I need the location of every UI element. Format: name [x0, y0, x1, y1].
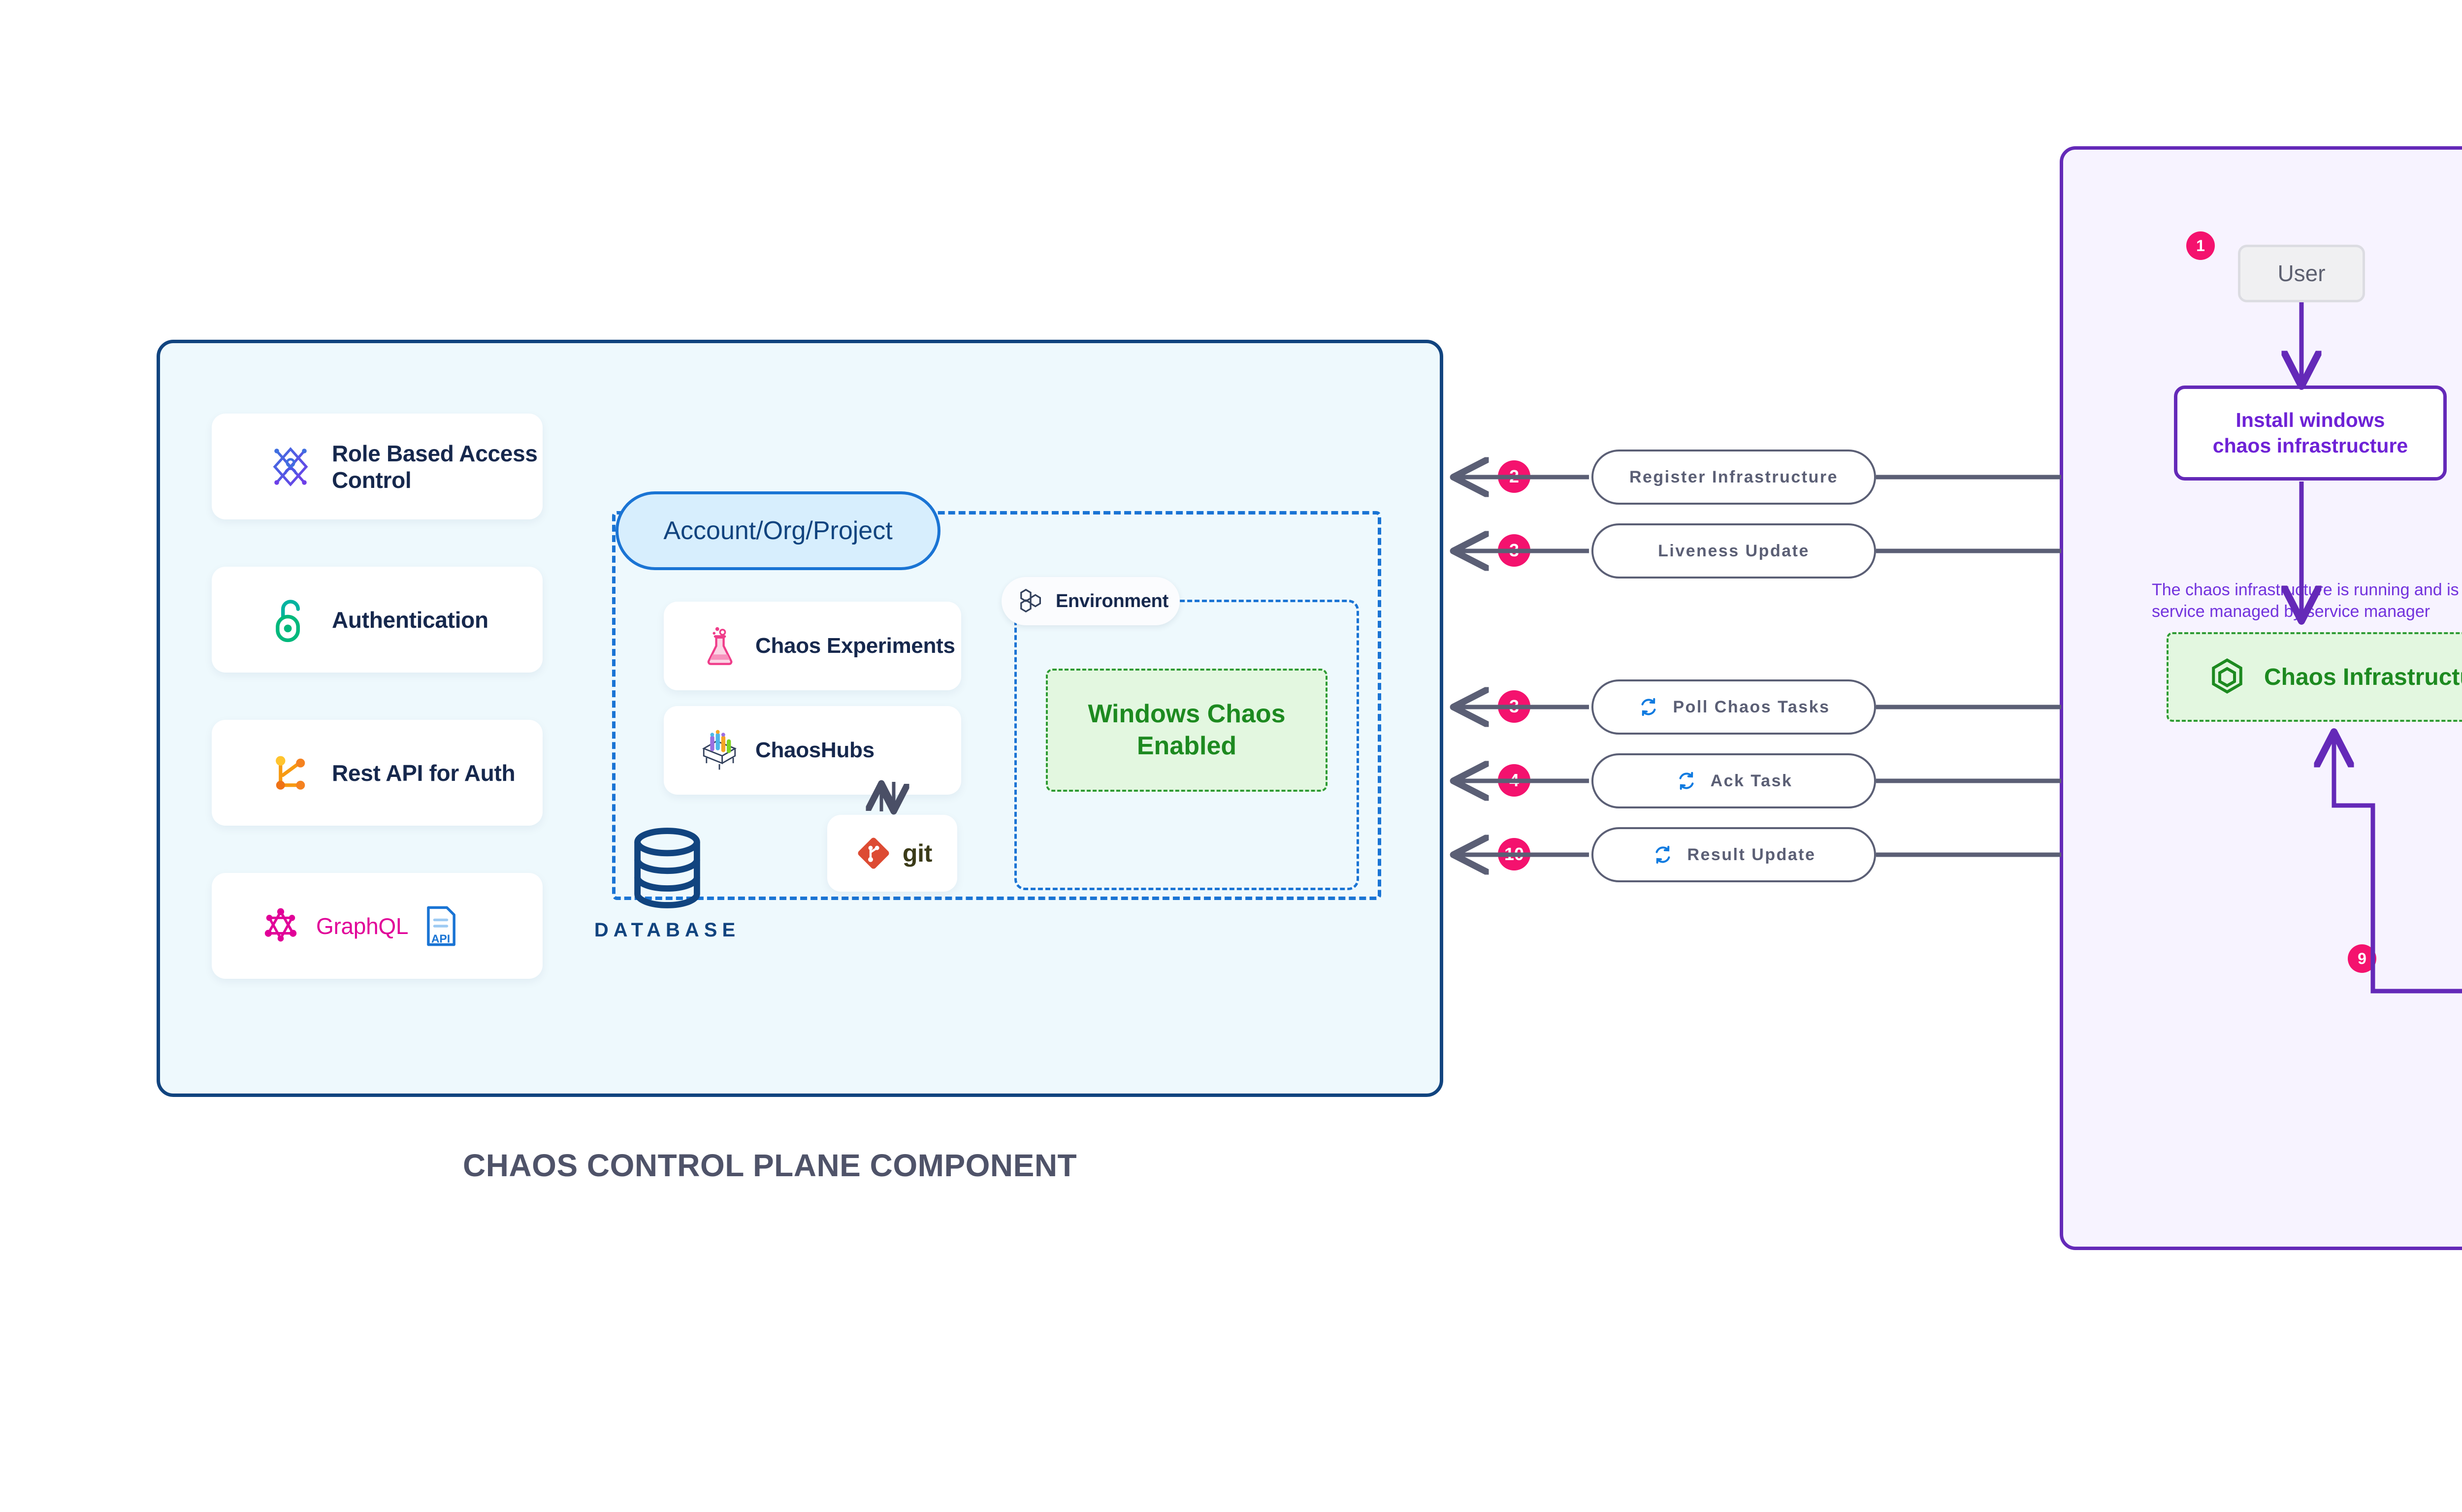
step-badge-4: 4: [1498, 764, 1530, 797]
note-infra: The chaos infrastructure is running and …: [2152, 580, 2462, 621]
step-badge-2: 2: [1498, 460, 1530, 493]
step-badge-3a: 3: [1498, 534, 1530, 567]
step-badge-1: 1: [2186, 231, 2215, 260]
card-label: ChaosHubs: [755, 738, 875, 762]
step-badge-10: 10: [1498, 838, 1530, 870]
authentication-lock-icon: [266, 595, 315, 644]
card-rest-api-for-auth[interactable]: Rest API for Auth: [212, 720, 543, 826]
database-label: DATABASE: [594, 919, 741, 941]
card-label: Rest API for Auth: [332, 760, 516, 786]
hexagon-icon: [2209, 658, 2245, 697]
card-chaoshubs[interactable]: ChaosHubs: [664, 706, 961, 795]
card-label: Chaos Experiments: [755, 634, 955, 658]
card-label: Authentication: [332, 607, 488, 633]
step-badge-3b: 3: [1498, 690, 1530, 723]
user-node[interactable]: User: [2238, 245, 2365, 302]
card-authentication[interactable]: Authentication: [212, 567, 543, 673]
sync-icon: [1675, 770, 1698, 792]
windows-chaos-enabled-badge: Windows Chaos Enabled: [1046, 669, 1328, 792]
environment-pill[interactable]: Environment: [1002, 577, 1180, 625]
rbac-icon: [266, 442, 315, 491]
connector-register-infrastructure[interactable]: Register Infrastructure: [1591, 450, 1876, 505]
card-label: GraphQL: [316, 913, 409, 939]
connector-ack-task[interactable]: Ack Task: [1591, 753, 1876, 808]
database-cylinder-icon: [630, 828, 705, 911]
account-org-project-zone: [612, 511, 1381, 900]
git-icon: [852, 832, 895, 874]
environment-zone: [1014, 600, 1359, 890]
svg-text:API: API: [431, 932, 450, 945]
environment-label: Environment: [1056, 590, 1168, 611]
sync-icon: [1652, 843, 1674, 866]
card-graphql[interactable]: GraphQL API: [212, 873, 543, 979]
control-plane-title: CHAOS CONTROL PLANE COMPONENT: [463, 1148, 1077, 1183]
hexagon-cluster-icon: [1018, 587, 1045, 616]
card-role-based-access-control[interactable]: Role Based Access Control: [212, 414, 543, 519]
graphql-icon: [256, 901, 305, 951]
step-badge-9: 9: [2348, 944, 2376, 973]
card-label: Role Based Access Control: [332, 440, 538, 493]
rest-api-icon: [266, 748, 315, 798]
connector-liveness-update[interactable]: Liveness Update: [1591, 523, 1876, 579]
test-tube-rack-icon: [698, 729, 741, 772]
account-org-project-pill[interactable]: Account/Org/Project: [616, 491, 940, 570]
account-org-project-label: Account/Org/Project: [663, 516, 893, 545]
control-plane-feature-list: Role Based Access Control Authentication: [212, 414, 543, 1026]
chaos-infrastructure-label: Chaos Infrastructure: [2264, 664, 2462, 690]
database-node: DATABASE: [586, 827, 748, 941]
sync-icon: [1637, 696, 1660, 718]
connector-result-update[interactable]: Result Update: [1591, 827, 1876, 882]
card-chaos-experiments[interactable]: Chaos Experiments: [664, 602, 961, 690]
connector-poll-chaos-tasks[interactable]: Poll Chaos Tasks: [1591, 679, 1876, 735]
card-git[interactable]: git: [827, 815, 957, 892]
chaos-infrastructure-node[interactable]: Chaos Infrastructure: [2167, 632, 2462, 722]
api-document-icon: API: [416, 901, 465, 951]
flask-icon: [698, 625, 741, 667]
card-label: git: [902, 839, 933, 867]
